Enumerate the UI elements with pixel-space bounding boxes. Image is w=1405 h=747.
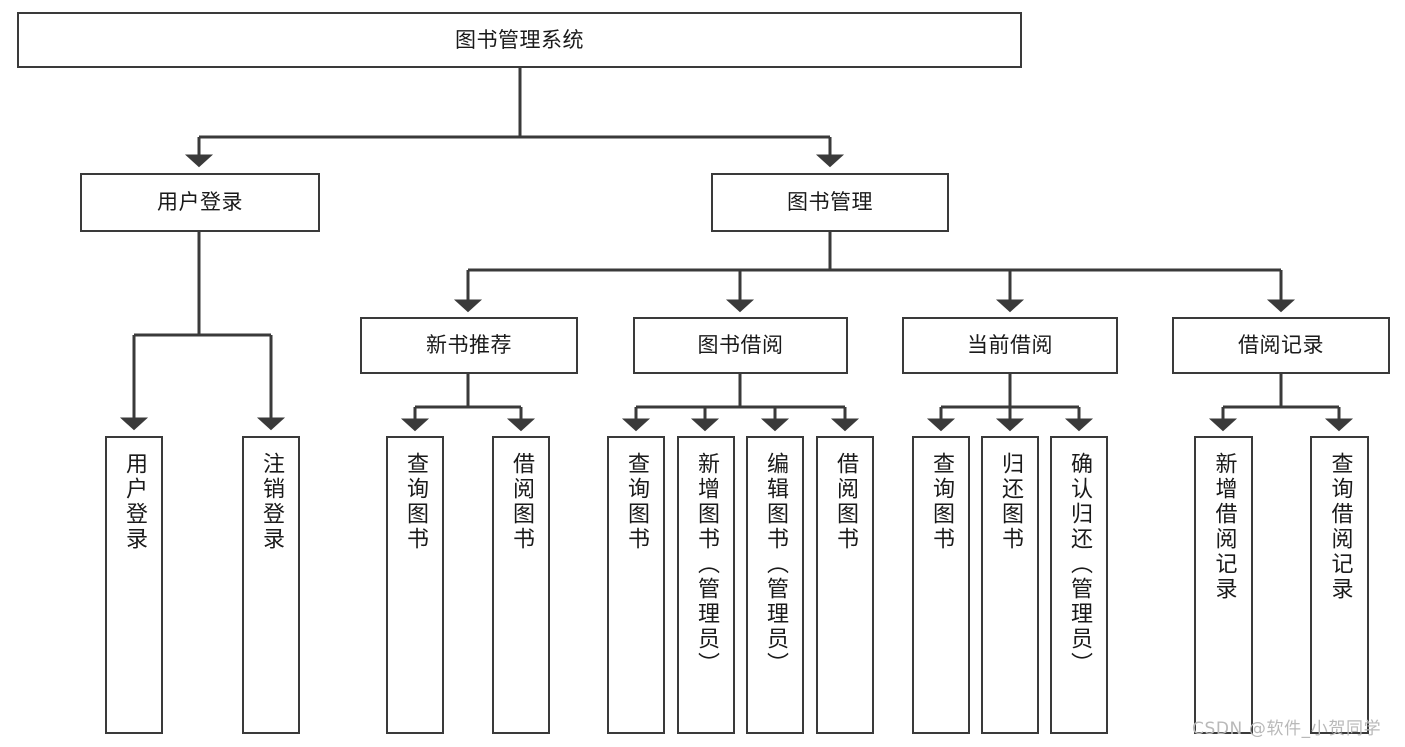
node-label: 图书管理 [787, 190, 873, 215]
node-label: 用户登录 [121, 452, 147, 552]
node-leaf-user-login[interactable]: 用户登录 [105, 436, 163, 734]
csdn-watermark: CSDN @软件_小贺同学 [1192, 719, 1382, 739]
node-current-borrow[interactable]: 当前借阅 [902, 317, 1118, 374]
node-book-management[interactable]: 图书管理 [711, 173, 949, 232]
node-label: 新书推荐 [426, 333, 512, 358]
node-leaf-logout[interactable]: 注销登录 [242, 436, 300, 734]
node-leaf-query-book-2[interactable]: 查询图书 [607, 436, 665, 734]
node-leaf-add-record[interactable]: 新增借阅记录 [1194, 436, 1253, 734]
node-label: 归还图书 [997, 452, 1023, 552]
node-label: 查询借阅记录 [1327, 452, 1353, 602]
node-label: 用户登录 [157, 190, 243, 215]
node-label: 图书管理系统 [455, 27, 584, 52]
node-label: 注销登录 [258, 452, 284, 552]
node-leaf-query-book-3[interactable]: 查询图书 [912, 436, 970, 734]
node-user-login[interactable]: 用户登录 [80, 173, 320, 232]
node-root-book-management-system[interactable]: 图书管理系统 [17, 12, 1022, 68]
node-label: 编辑图书（管理员） [762, 452, 788, 677]
node-leaf-borrow-book-2[interactable]: 借阅图书 [816, 436, 874, 734]
node-label: 借阅图书 [832, 452, 858, 552]
node-label: 查询图书 [928, 452, 954, 552]
node-leaf-return-book[interactable]: 归还图书 [981, 436, 1039, 734]
node-leaf-confirm-return[interactable]: 确认归还（管理员） [1050, 436, 1108, 734]
node-leaf-edit-book[interactable]: 编辑图书（管理员） [746, 436, 804, 734]
node-leaf-query-book-1[interactable]: 查询图书 [386, 436, 444, 734]
node-label: 借阅图书 [508, 452, 534, 552]
node-label: 当前借阅 [967, 333, 1053, 358]
node-label: 新增借阅记录 [1211, 452, 1237, 602]
node-label: 借阅记录 [1238, 333, 1324, 358]
node-leaf-query-record[interactable]: 查询借阅记录 [1310, 436, 1369, 734]
node-label: 查询图书 [623, 452, 649, 552]
node-leaf-add-book[interactable]: 新增图书（管理员） [677, 436, 735, 734]
node-label: 确认归还（管理员） [1066, 452, 1092, 677]
node-label: 新增图书（管理员） [693, 452, 719, 677]
node-borrow-record[interactable]: 借阅记录 [1172, 317, 1390, 374]
node-leaf-borrow-book-1[interactable]: 借阅图书 [492, 436, 550, 734]
node-new-book-recommend[interactable]: 新书推荐 [360, 317, 578, 374]
node-label: 图书借阅 [697, 333, 784, 358]
node-book-borrow[interactable]: 图书借阅 [633, 317, 848, 374]
node-label: 查询图书 [402, 452, 428, 552]
